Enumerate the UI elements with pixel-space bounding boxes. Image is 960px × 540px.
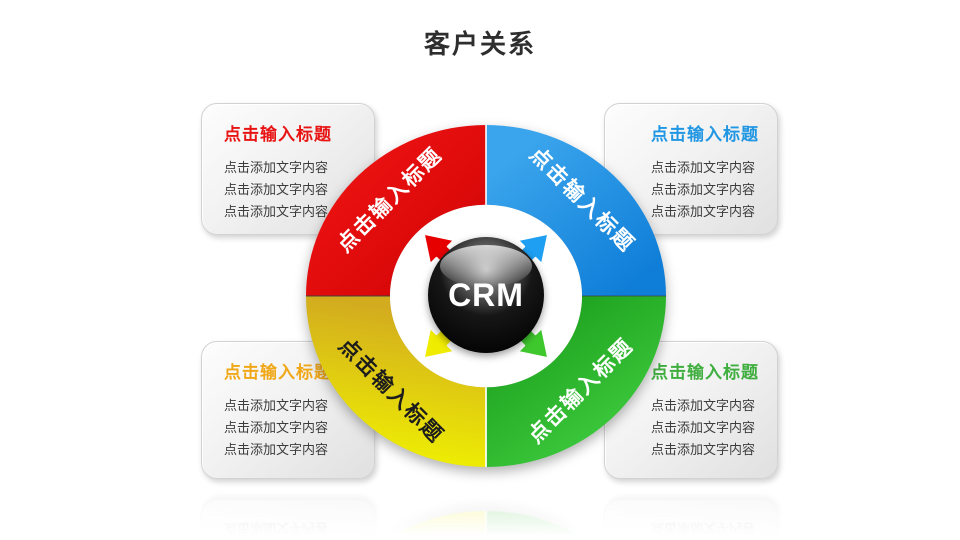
callout-top-left[interactable]: 点击输入标题 点击添加文字内容 点击添加文字内容 点击添加文字内容 (201, 103, 375, 235)
callout-line[interactable]: 点击添加文字内容 (651, 182, 756, 197)
reflection-callout-line: 点击添加文字内容 (224, 521, 329, 536)
ring-segment-red[interactable] (306, 124, 486, 296)
callout-line[interactable]: 点击添加文字内容 (651, 442, 756, 457)
page-title: 客户关系 (423, 29, 536, 59)
ring-segment-blue[interactable] (486, 124, 666, 296)
reflection-ring-segment-green (486, 510, 666, 540)
callout-line[interactable]: 点击添加文字内容 (224, 420, 329, 435)
sphere-highlight (440, 245, 532, 287)
crm-ring-diagram: 点击输入标题 点击输入标题 点击输入标题 点击输入标题 CRM (306, 124, 666, 468)
reflection-callout-line: 点击添加文字内容 (651, 521, 756, 536)
callout-title[interactable]: 点击输入标题 (651, 125, 759, 144)
reflection-ring-segment-yellow (306, 510, 486, 540)
callout-line[interactable]: 点击添加文字内容 (651, 160, 756, 175)
reflection-ring-segment-label-green: 点击输入标题 (523, 530, 638, 540)
callout-title[interactable]: 点击输入标题 (224, 125, 332, 144)
callout-line[interactable]: 点击添加文字内容 (651, 204, 756, 219)
callout-line[interactable]: 点击添加文字内容 (651, 420, 756, 435)
callout-line[interactable]: 点击添加文字内容 (224, 442, 329, 457)
reflection-callout-bottom-right: 点击输入标题 点击添加文字内容 点击添加文字内容 点击添加文字内容 (604, 499, 778, 540)
callout-title[interactable]: 点击输入标题 (224, 363, 332, 382)
callout-line[interactable]: 点击添加文字内容 (224, 160, 329, 175)
crm-label: CRM (448, 277, 524, 313)
callout-line[interactable]: 点击添加文字内容 (224, 204, 329, 219)
reflection-ring-segment-label-yellow: 点击输入标题 (334, 530, 449, 540)
ring-segment-yellow[interactable] (306, 296, 486, 467)
callout-line[interactable]: 点击添加文字内容 (224, 182, 329, 197)
callout-line[interactable]: 点击添加文字内容 (651, 398, 756, 413)
callout-line[interactable]: 点击添加文字内容 (224, 398, 329, 413)
slide: 客户关系 点击输入标题 点击添加文字内容 点击添加文字内容 点击添加文字内容 点… (201, 29, 778, 479)
callout-title[interactable]: 点击输入标题 (651, 363, 759, 382)
reflection-callout-bottom-left: 点击输入标题 点击添加文字内容 点击添加文字内容 点击添加文字内容 (201, 499, 375, 540)
ring-segment-green[interactable] (486, 296, 666, 467)
